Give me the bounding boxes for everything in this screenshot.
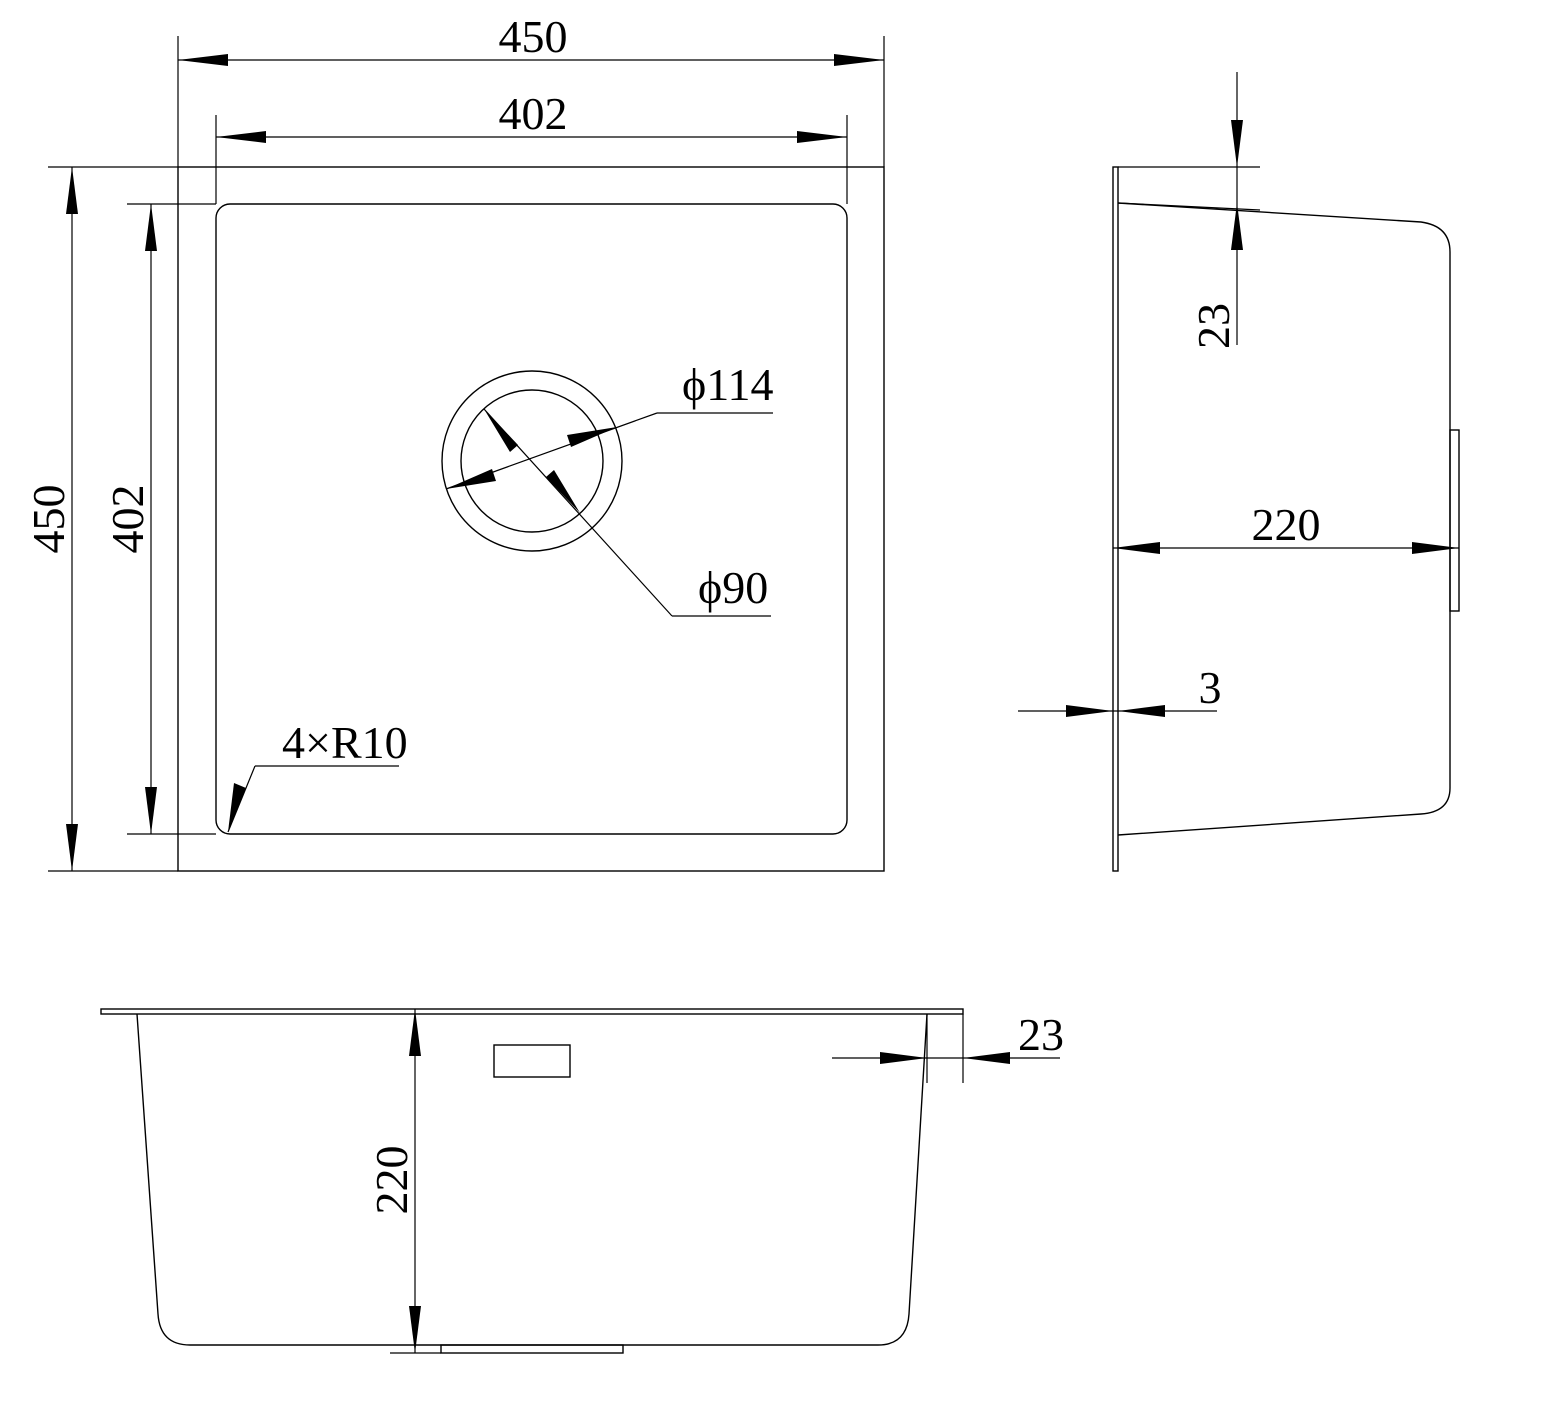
dim-label-top-outer-width: 450: [499, 11, 568, 62]
front-view-flange: [100, 1008, 964, 1015]
drain-inner-circle: [460, 389, 604, 533]
dim-top-outer-height: 450: [23, 167, 78, 871]
dim-label-top-outer-height: 450: [23, 485, 74, 554]
top-view-inner-bowl: [215, 203, 848, 835]
front-view-outlet: [440, 1344, 624, 1354]
dim-front-rim-depth: 23: [832, 1009, 1064, 1083]
side-view-flange: [1112, 166, 1119, 872]
dim-label-top-inner-height: 402: [102, 485, 153, 554]
dim-label-front-rim-depth: 23: [1018, 1009, 1064, 1060]
top-view-outer-rim: [177, 166, 885, 872]
dim-label-corner-radius: 4×R10: [282, 717, 408, 768]
front-view: 220 23: [100, 1008, 1064, 1354]
drain-outer-circle: [441, 370, 623, 552]
dim-label-top-inner-width: 402: [499, 88, 568, 139]
dim-label-side-flange-thickness: 3: [1199, 662, 1222, 713]
dim-label-side-bowl-depth: 220: [1252, 499, 1321, 550]
side-view-outlet: [1449, 429, 1460, 612]
dim-top-outer-width: 450: [178, 11, 884, 66]
dim-side-bowl-depth: 220: [1113, 499, 1459, 554]
dim-drain-inner-diameter: ϕ90: [483, 408, 771, 617]
dim-label-drain-inner-diameter: ϕ90: [698, 562, 768, 613]
dim-label-front-bowl-depth: 220: [366, 1146, 417, 1215]
side-view: 23 220 3: [1018, 72, 1460, 872]
dim-label-drain-outer-diameter: ϕ114: [682, 359, 774, 410]
dim-top-inner-height: 402: [102, 204, 157, 834]
dim-side-flange-thickness: 3: [1018, 662, 1222, 717]
dim-top-inner-width: 402: [216, 88, 847, 143]
dim-corner-radius: 4×R10: [227, 717, 408, 833]
front-view-bowl-profile: [136, 1013, 928, 1346]
dim-label-side-rim-depth: 23: [1188, 303, 1239, 349]
top-view: 450 402 450 402 ϕ114: [23, 11, 885, 872]
dim-drain-outer-diameter: ϕ114: [445, 359, 774, 490]
front-view-overflow-slot: [493, 1044, 571, 1078]
dim-front-bowl-depth: 220: [366, 1009, 441, 1354]
dim-side-rim-depth: 23: [1188, 72, 1243, 349]
